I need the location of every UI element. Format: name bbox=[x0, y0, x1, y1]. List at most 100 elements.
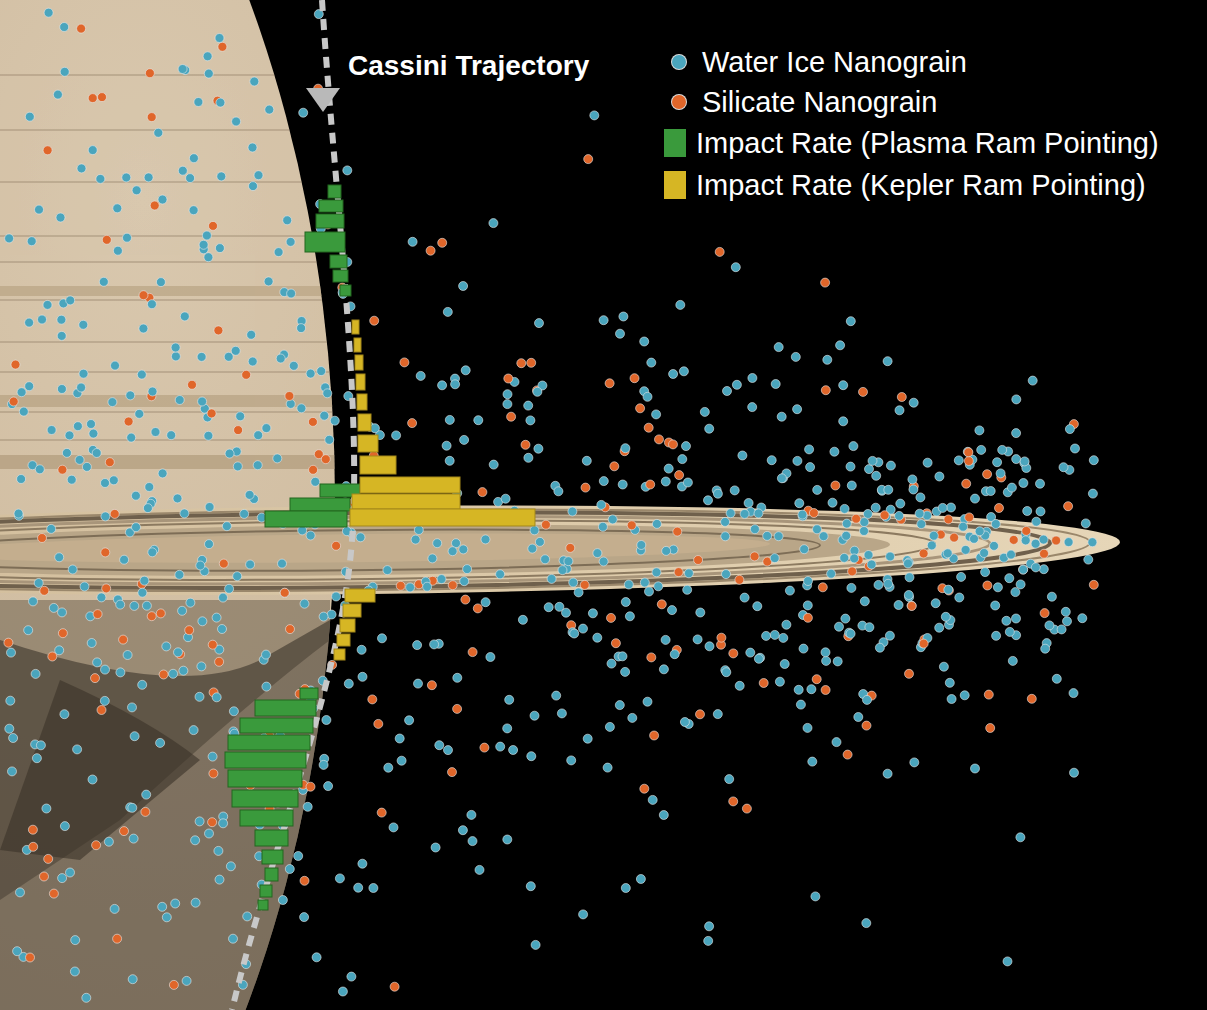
silicate-dot bbox=[169, 980, 178, 989]
water-ice-dot bbox=[904, 558, 913, 567]
water-ice-dot bbox=[846, 629, 855, 638]
silicate-dot bbox=[944, 586, 953, 595]
water-ice-dot bbox=[947, 695, 956, 704]
water-ice-dot bbox=[178, 166, 187, 175]
water-ice-dot bbox=[395, 734, 404, 743]
water-ice-dot bbox=[884, 579, 893, 588]
water-ice-dot bbox=[777, 474, 786, 483]
water-ice-dot bbox=[909, 398, 918, 407]
silicate-dot bbox=[644, 423, 653, 432]
water-ice-dot bbox=[389, 823, 398, 832]
trajectory-arrow bbox=[306, 0, 340, 112]
water-ice-dot bbox=[34, 579, 43, 588]
water-ice-dot bbox=[875, 643, 884, 652]
silicate-dot bbox=[1019, 565, 1028, 574]
water-ice-dot bbox=[526, 882, 535, 891]
water-ice-dot bbox=[524, 401, 533, 410]
water-ice-dot bbox=[204, 253, 213, 262]
silicate-dot bbox=[919, 549, 928, 558]
water-ice-dot bbox=[648, 795, 657, 804]
water-ice-dot bbox=[929, 531, 938, 540]
water-ice-dot bbox=[970, 534, 979, 543]
saturn-planet bbox=[0, 0, 335, 1010]
water-ice-dot bbox=[38, 315, 47, 324]
water-ice-dot bbox=[846, 462, 855, 471]
silicate-dot bbox=[448, 581, 457, 590]
water-ice-dot bbox=[171, 343, 180, 352]
water-ice-dot bbox=[975, 426, 984, 435]
water-ice-dot bbox=[625, 612, 634, 621]
water-ice-dot bbox=[216, 98, 225, 107]
water-ice-dot bbox=[535, 319, 544, 328]
water-ice-dot bbox=[70, 967, 79, 976]
water-ice-dot bbox=[219, 819, 228, 828]
water-ice-dot bbox=[917, 520, 926, 529]
water-ice-dot bbox=[79, 369, 88, 378]
silicate-dot bbox=[48, 652, 57, 661]
water-ice-dot bbox=[182, 976, 191, 985]
water-ice-dot bbox=[1084, 555, 1093, 564]
silicate-dot bbox=[26, 953, 35, 962]
water-ice-dot bbox=[528, 544, 537, 553]
water-ice-dot bbox=[501, 494, 510, 503]
silicate-dot bbox=[159, 670, 168, 679]
water-ice-dot bbox=[236, 412, 245, 421]
water-ice-dot bbox=[104, 837, 113, 846]
water-ice-dot bbox=[1070, 768, 1079, 777]
silicate-dot bbox=[218, 42, 227, 51]
water-ice-dot bbox=[541, 555, 550, 564]
water-ice-dot bbox=[864, 551, 873, 560]
water-ice-dot bbox=[1069, 689, 1078, 698]
water-ice-dot bbox=[583, 734, 592, 743]
water-ice-dot bbox=[661, 477, 670, 486]
water-ice-dot bbox=[574, 588, 583, 597]
water-ice-dot bbox=[839, 417, 848, 426]
water-ice-dot bbox=[555, 602, 564, 611]
silicate-dot bbox=[507, 412, 516, 421]
ring-shadow bbox=[0, 600, 330, 1010]
silicate-dot bbox=[105, 458, 114, 467]
silicate-dot bbox=[145, 69, 154, 78]
water-ice-dot bbox=[79, 320, 88, 329]
water-ice-dot bbox=[130, 601, 139, 610]
water-ice-dot bbox=[763, 531, 772, 540]
water-ice-dot bbox=[108, 398, 117, 407]
water-ice-dot bbox=[552, 691, 561, 700]
silicate-dot bbox=[944, 515, 953, 524]
water-ice-dot bbox=[1057, 625, 1066, 634]
silicate-dot bbox=[964, 448, 973, 457]
water-ice-dot bbox=[647, 358, 656, 367]
water-ice-dot bbox=[960, 691, 969, 700]
silicate-dot bbox=[504, 374, 513, 383]
water-ice-dot bbox=[186, 174, 195, 183]
water-ice-dot bbox=[777, 412, 786, 421]
silicate-dot bbox=[480, 743, 489, 752]
water-ice-dot bbox=[597, 500, 606, 509]
water-ice-dot bbox=[867, 560, 876, 569]
water-ice-dot bbox=[621, 598, 630, 607]
silicate-dot bbox=[1027, 694, 1036, 703]
water-ice-dot bbox=[175, 570, 184, 579]
silicate-dot bbox=[655, 435, 664, 444]
silicate-dot bbox=[139, 291, 148, 300]
water-ice-dot bbox=[233, 462, 242, 471]
water-ice-dot bbox=[205, 829, 214, 838]
water-ice-dot bbox=[383, 566, 392, 575]
water-ice-dot bbox=[705, 642, 714, 651]
water-ice-dot bbox=[640, 337, 649, 346]
water-ice-dot bbox=[842, 519, 851, 528]
water-ice-dot bbox=[923, 458, 932, 467]
water-ice-dot bbox=[652, 519, 661, 528]
silicate-dot bbox=[1052, 536, 1061, 545]
water-ice-dot bbox=[143, 504, 152, 513]
water-ice-dot bbox=[93, 658, 102, 667]
water-ice-dot bbox=[435, 741, 444, 750]
water-ice-dot bbox=[77, 383, 86, 392]
water-ice-dot bbox=[1064, 538, 1073, 547]
water-ice-dot bbox=[197, 662, 206, 671]
water-ice-dot bbox=[453, 673, 462, 682]
silicate-dot bbox=[98, 93, 107, 102]
kepler-bars bbox=[334, 320, 535, 660]
water-ice-dot bbox=[262, 650, 271, 659]
water-ice-dot bbox=[226, 862, 235, 871]
